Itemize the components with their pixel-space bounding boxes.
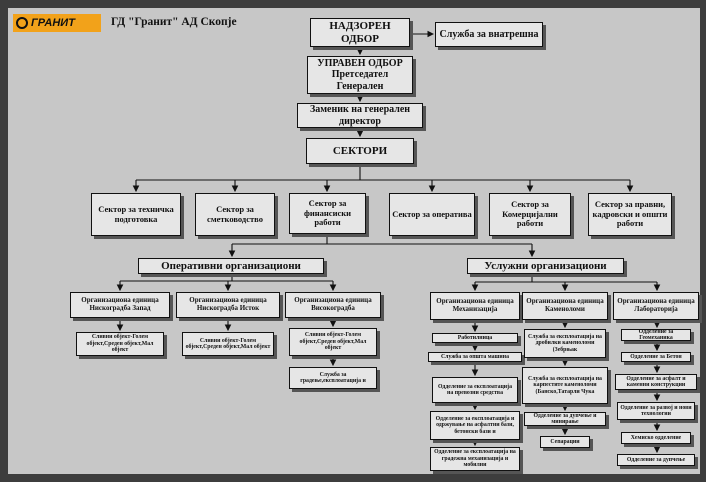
unit-item: Работилница <box>432 333 518 343</box>
sector-box: Сектор за финансиски работи <box>289 193 366 234</box>
logo-mark-icon <box>16 17 28 29</box>
unit-item: Служба за општа машина <box>428 352 522 362</box>
unit-item: Одделение за експлоатација и одржување н… <box>430 411 520 440</box>
unit-item: Служба за експлоатација на карпестите ка… <box>522 367 608 404</box>
company-logo: ГРАНИТ <box>13 14 101 32</box>
unit-item: Служба за експлоатација на дробилки каме… <box>524 329 606 358</box>
sectors-header: СЕКТОРИ <box>306 138 414 164</box>
sector-box: Сектор за сметководство <box>195 193 275 236</box>
unit-item: Одделение за експлоатација на градежна м… <box>430 447 520 471</box>
unit-item: Одделение за асфалт и каменни конструкци… <box>615 374 697 390</box>
sector-box: Сектор за оперативa <box>389 193 475 236</box>
deputy-director: Заменик на генерален директор <box>297 103 423 128</box>
unit-title: Организациона единица Каменоломи <box>522 292 608 320</box>
unit-item: Сепарации <box>540 436 590 448</box>
unit-item: Сливни објект-Голем објект,Среден објект… <box>76 332 164 356</box>
company-title: ГД "Гранит" АД Скопје <box>111 16 237 28</box>
unit-item: Хемиско одделение <box>621 432 691 444</box>
management-board: УПРАВЕН ОДБОР Претседател Генерален <box>307 56 413 94</box>
unit-item: Сливни објект-Голем објект,Среден објект… <box>289 328 377 356</box>
unit-title: Организациона единица Високоградба <box>285 292 381 318</box>
group-operative: Оперативни организациони <box>138 258 324 274</box>
unit-title: Организациона единица Нискоградба Исток <box>176 292 280 318</box>
unit-item: Сливни објект-Голем објект,Среден објект… <box>182 332 274 356</box>
logo-text: ГРАНИТ <box>31 17 75 29</box>
unit-item: Одделение за дупчење <box>617 454 695 466</box>
group-service: Услужни организациони <box>467 258 624 274</box>
unit-item: Одделение за експлоатација на превозни с… <box>432 377 518 403</box>
unit-title: Организациона единица Механизација <box>430 292 520 320</box>
supervisory-board: НАДЗОРЕН ОДБОР <box>310 18 410 47</box>
unit-item: Одделение за развој и нови технологии <box>617 402 695 420</box>
sector-box: Сектор за техничка подготовка <box>91 193 181 236</box>
internal-service: Служба за внатрешна <box>435 22 543 47</box>
unit-title: Организациона единица Нискоградба Запад <box>70 292 170 318</box>
unit-item: Одделение за дупчење и минирање <box>524 412 606 426</box>
unit-item: Служба за градење,експлоатација и <box>289 367 377 389</box>
sector-box: Сектор за правни, кадровски и општи рабо… <box>588 193 672 236</box>
sector-box: Сектор за Комерцијални работи <box>489 193 571 236</box>
unit-item: Одделение за Бетон <box>621 352 691 362</box>
unit-title: Организациона единица Лабораторија <box>613 292 699 320</box>
unit-item: Одделение за Геомеханика <box>621 329 691 341</box>
